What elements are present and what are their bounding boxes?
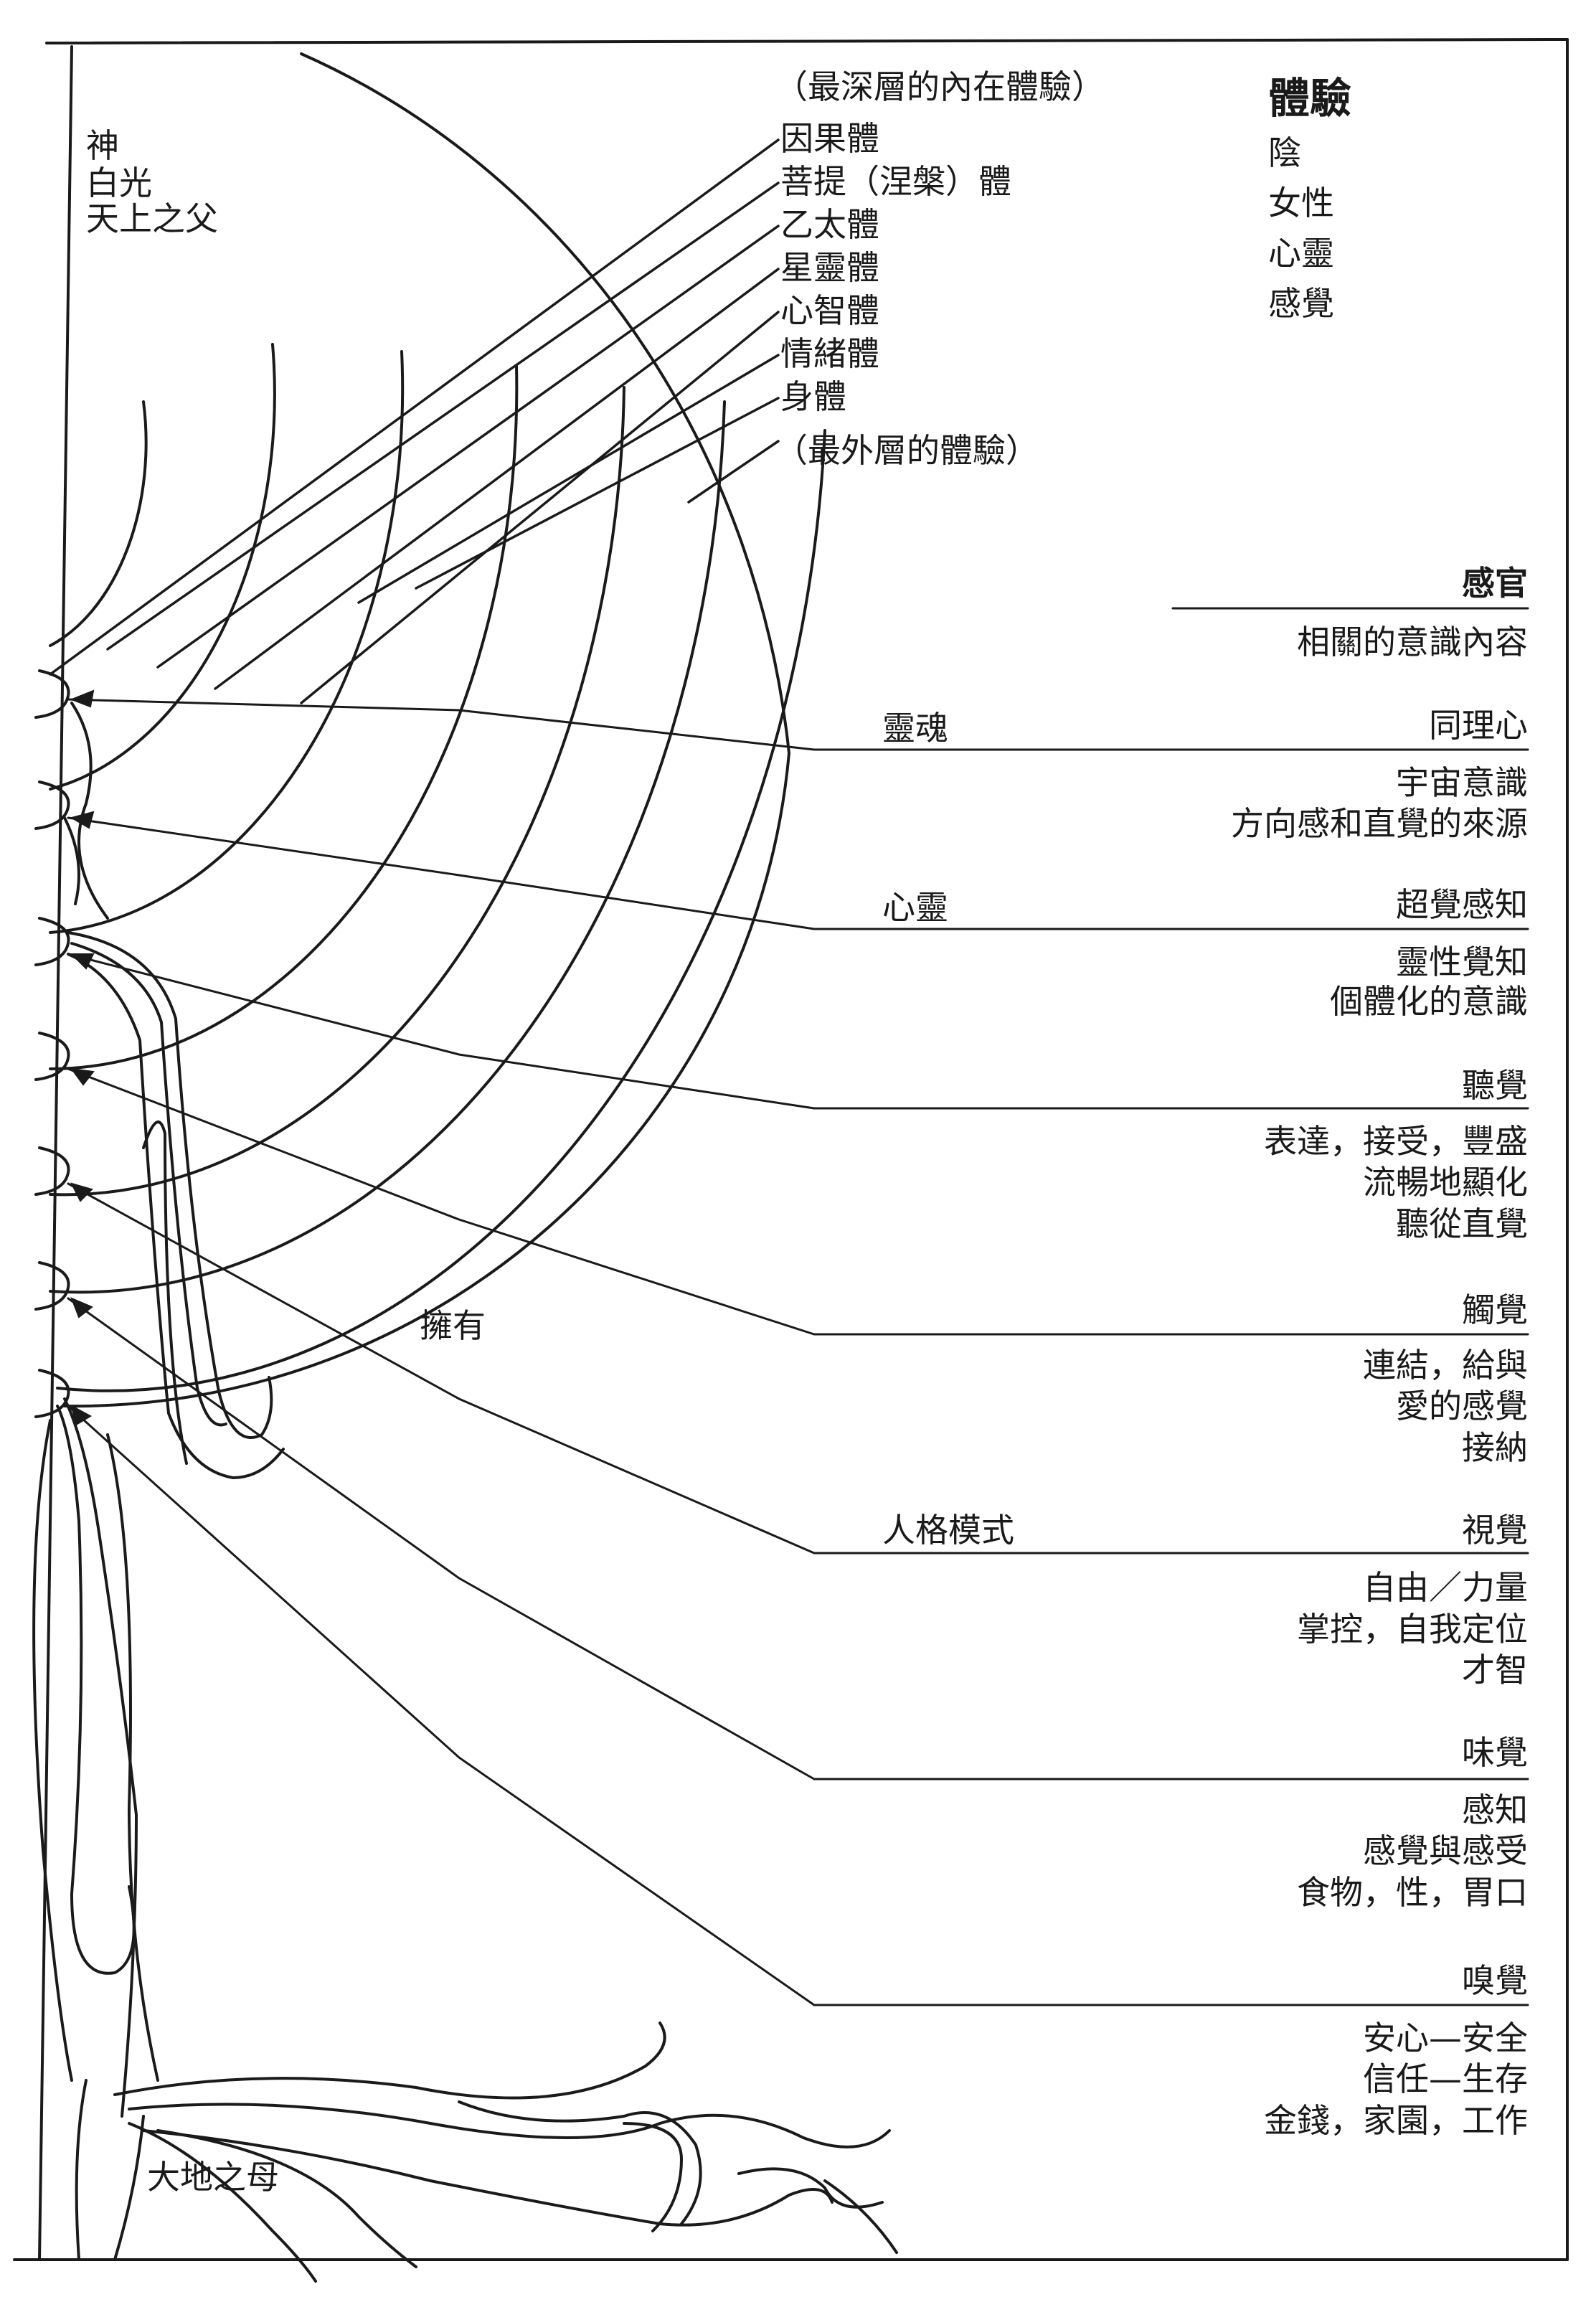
experience-title: 體驗 xyxy=(1268,74,1352,123)
layer-item: 因果體 xyxy=(780,119,879,158)
sense-line: 個體化的意識 xyxy=(1330,982,1528,1021)
layer-item: 心智體 xyxy=(780,291,879,330)
sense-line: 表達，接受，豐盛 xyxy=(1264,1122,1528,1161)
senses-title: 感官 xyxy=(1462,564,1528,603)
sense-line: 宇宙意識 xyxy=(1396,763,1528,802)
roots xyxy=(75,2022,898,2283)
aura-arc-6 xyxy=(49,343,276,791)
aura-arc-3 xyxy=(49,386,625,1197)
label-psyche: 心靈 xyxy=(882,888,948,927)
sense-line: 靈性覺知 xyxy=(1396,943,1528,981)
body-figure xyxy=(32,702,285,2118)
sense-line: 連結，給與 xyxy=(1363,1346,1528,1384)
layer-leaders xyxy=(49,138,780,704)
sense-name: 視覺 xyxy=(1462,1511,1528,1549)
sense-arrows xyxy=(67,698,816,2006)
experience-item: 女性 xyxy=(1268,184,1334,222)
experience-item: 心靈 xyxy=(1268,234,1334,273)
experience-item: 感覺 xyxy=(1268,284,1334,323)
layers-footer: （最外層的體驗） xyxy=(775,431,1039,470)
sense-line: 感知 xyxy=(1462,1791,1528,1829)
label-white-light: 白光 xyxy=(86,164,152,202)
sense-line: 金錢，家園，工作 xyxy=(1264,2101,1528,2140)
sense-line: 聽從直覺 xyxy=(1396,1204,1528,1243)
frame-top xyxy=(45,38,1569,44)
sense-line: 自由／力量 xyxy=(1363,1568,1528,1607)
layers-header: （最深層的內在體驗） xyxy=(775,67,1105,106)
sense-name: 聽覺 xyxy=(1462,1066,1528,1105)
label-soul: 靈魂 xyxy=(882,709,948,747)
label-possess: 擁有 xyxy=(420,1306,486,1345)
aura-arc-4 xyxy=(49,364,519,1070)
sense-line: 接納 xyxy=(1462,1428,1528,1467)
sense-name: 觸覺 xyxy=(1462,1291,1528,1329)
sense-line: 才智 xyxy=(1462,1651,1528,1689)
sense-name: 超覺感知 xyxy=(1396,885,1528,924)
label-god: 神 xyxy=(86,126,119,165)
sense-line: 感覺與感受 xyxy=(1363,1831,1528,1870)
aura-arc-2 xyxy=(49,400,726,1294)
sense-line: 方向感和直覺的來源 xyxy=(1231,804,1528,843)
aura-arc-outer xyxy=(63,52,791,1408)
sense-line: 流暢地顯化 xyxy=(1363,1163,1528,1202)
layer-item: 菩提（涅槃）體 xyxy=(780,162,1011,201)
aura-arc-7 xyxy=(49,400,148,647)
layer-item: 情緒體 xyxy=(780,334,879,373)
sense-line: 信任—生存 xyxy=(1363,2060,1528,2098)
chakra-bumps xyxy=(34,669,70,1418)
label-mother-earth: 大地之母 xyxy=(147,2158,279,2197)
sense-line: 掌控，自我定位 xyxy=(1297,1610,1528,1648)
label-heavenly-father: 天上之父 xyxy=(86,199,218,238)
sense-line: 安心—安全 xyxy=(1363,2019,1528,2057)
aura-arcs xyxy=(49,52,826,1408)
layer-item: 身體 xyxy=(780,377,846,416)
aura-arc-5 xyxy=(49,350,405,934)
sense-name: 味覺 xyxy=(1462,1733,1528,1772)
layer-item: 乙太體 xyxy=(780,205,879,244)
layer-item: 星靈體 xyxy=(780,248,879,287)
senses-subtitle: 相關的意識內容 xyxy=(1297,623,1528,661)
sense-line: 愛的感覺 xyxy=(1396,1387,1528,1425)
label-personality: 人格模式 xyxy=(882,1511,1014,1549)
experience-item: 陰 xyxy=(1268,133,1301,172)
sense-name: 同理心 xyxy=(1429,706,1528,745)
sense-rules xyxy=(813,748,1529,2006)
sense-line: 食物，性，胃口 xyxy=(1297,1873,1528,1912)
aura-arc-1 xyxy=(56,429,826,1392)
sense-name: 嗅覺 xyxy=(1462,1961,1528,2000)
